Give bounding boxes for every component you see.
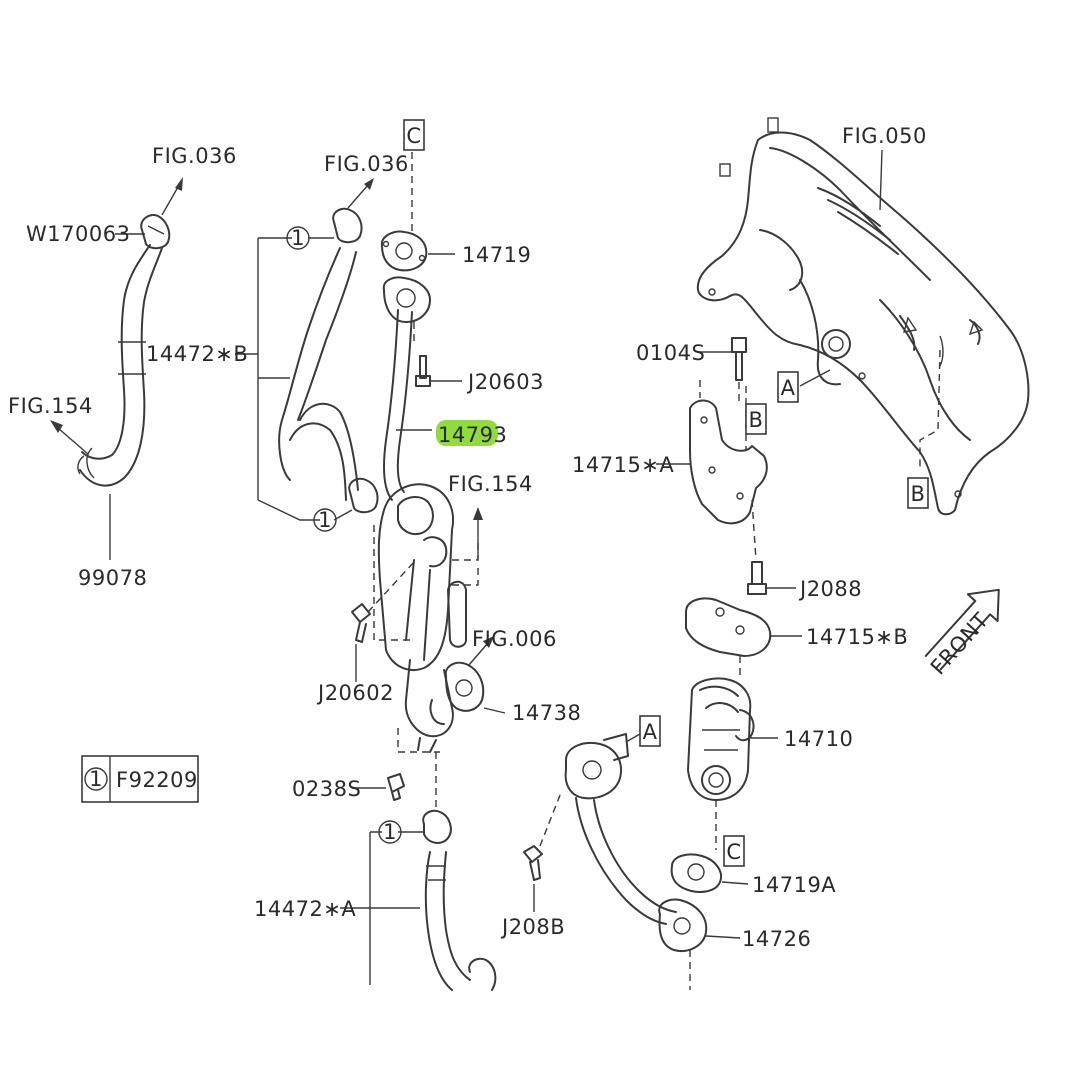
gasket-14719 — [380, 230, 428, 272]
label-w170063: W170063 — [26, 222, 130, 246]
label-14726: 14726 — [742, 927, 811, 951]
gasket-14738 — [444, 661, 485, 712]
label-14715b: 14715∗B — [806, 625, 908, 649]
ref-a-top: A — [781, 376, 796, 400]
dash-fig154-mid — [452, 540, 479, 586]
dash-j2088 — [751, 499, 757, 561]
leader-14726 — [705, 935, 741, 939]
ref-box-a-top — [777, 371, 799, 403]
label-j20603: J20603 — [466, 370, 544, 394]
arrow-fig154-left — [50, 420, 63, 433]
dash-j208b — [539, 789, 563, 847]
label-99078: 99078 — [78, 566, 147, 590]
label-fig006: FIG.006 — [472, 627, 557, 651]
legend-code: F92209 — [116, 768, 198, 792]
circle-marker-1a — [286, 226, 310, 250]
leader-fig154-left — [57, 427, 89, 455]
ref-b-manifold: B — [911, 482, 926, 506]
label-j208b: J208B — [500, 915, 565, 939]
intake-manifold — [696, 117, 1030, 516]
circle-marker-1a-text: 1 — [291, 226, 305, 250]
label-14738: 14738 — [512, 701, 581, 725]
dash-j20602 — [367, 561, 415, 613]
label-fig050: FIG.050 — [842, 124, 927, 148]
label-j20602: J20602 — [316, 681, 394, 705]
label-14472a: 14472∗A — [254, 897, 356, 921]
ref-a-bottom: A — [643, 720, 658, 744]
egr-valve-14710 — [687, 677, 755, 801]
bracket-14472b — [235, 237, 320, 521]
leader-fig036-mid — [347, 184, 369, 209]
bolt-0238s — [387, 773, 405, 801]
leader-ref-a-top — [799, 369, 831, 387]
dash-cooler-bottom — [397, 728, 440, 753]
bracket-14715a — [689, 399, 768, 525]
label-0238s: 0238S — [292, 777, 361, 801]
ref-b-bracket: B — [749, 408, 764, 432]
arrow-fig154-mid — [473, 507, 483, 520]
pipe-14726 — [564, 733, 708, 952]
bolt-j2088 — [747, 561, 767, 595]
dash-bracket-a — [699, 380, 747, 450]
dash-ref-b-manifold — [919, 349, 941, 470]
ref-box-a-bottom — [639, 715, 661, 747]
circle-marker-1c — [378, 820, 402, 844]
front-arrow-icon — [924, 588, 1000, 671]
label-j2088: J2088 — [798, 577, 862, 601]
hose-99078 — [77, 214, 171, 487]
ref-box-b-manifold — [907, 477, 929, 509]
circle-marker-1b-text: 1 — [318, 508, 332, 532]
label-14793: 14793 — [438, 423, 507, 447]
bracket-14715b — [685, 597, 772, 657]
bolt-0104s — [731, 337, 747, 381]
legend-circle — [84, 767, 108, 791]
hose-14472a — [422, 809, 497, 991]
label-fig036-mid: FIG.036 — [324, 152, 409, 176]
leader-14738 — [483, 707, 506, 714]
ref-box-b-bracket — [745, 403, 767, 435]
arrow-fig036-left — [175, 177, 183, 191]
leader-fig036-left — [161, 186, 179, 216]
label-fig154-mid: FIG.154 — [448, 472, 533, 496]
hose-14472b — [278, 207, 379, 514]
circle-marker-1b — [313, 508, 337, 532]
arrow-fig036-mid — [364, 178, 374, 190]
egr-cooler-body — [377, 483, 467, 753]
label-14710: 14710 — [784, 727, 853, 751]
legend-number: 1 — [89, 767, 103, 791]
ref-box-c-bottom — [723, 835, 745, 867]
leader-14719a — [721, 881, 749, 885]
label-fig154-left: FIG.154 — [8, 394, 93, 418]
ref-c-top: C — [406, 124, 421, 148]
dash-cooler-left — [373, 525, 410, 641]
pipe-14793 — [382, 276, 431, 501]
gasket-14719a — [670, 853, 722, 893]
arrow-fig006 — [483, 636, 494, 648]
bolt-j20602 — [351, 603, 371, 643]
label-14719a: 14719A — [752, 873, 836, 897]
label-14715a: 14715∗A — [572, 453, 674, 477]
ref-box-c-top — [403, 119, 425, 151]
highlight-14793 — [436, 420, 498, 446]
leader-circle-1b — [333, 509, 353, 521]
label-14472b: 14472∗B — [146, 342, 248, 366]
circle-marker-1c-text: 1 — [383, 820, 397, 844]
label-fig036-left: FIG.036 — [152, 144, 237, 168]
bolt-j208b — [523, 845, 543, 881]
ref-c-bottom: C — [726, 840, 741, 864]
label-14719: 14719 — [462, 243, 531, 267]
bracket-14472a — [340, 831, 424, 985]
label-0104s: 0104S — [636, 341, 705, 365]
leader-fig006 — [467, 642, 489, 667]
leader-fig050 — [879, 149, 883, 211]
legend-box — [81, 755, 199, 803]
bolt-j20603 — [415, 355, 431, 387]
leader-ref-a-bottom — [625, 733, 641, 743]
